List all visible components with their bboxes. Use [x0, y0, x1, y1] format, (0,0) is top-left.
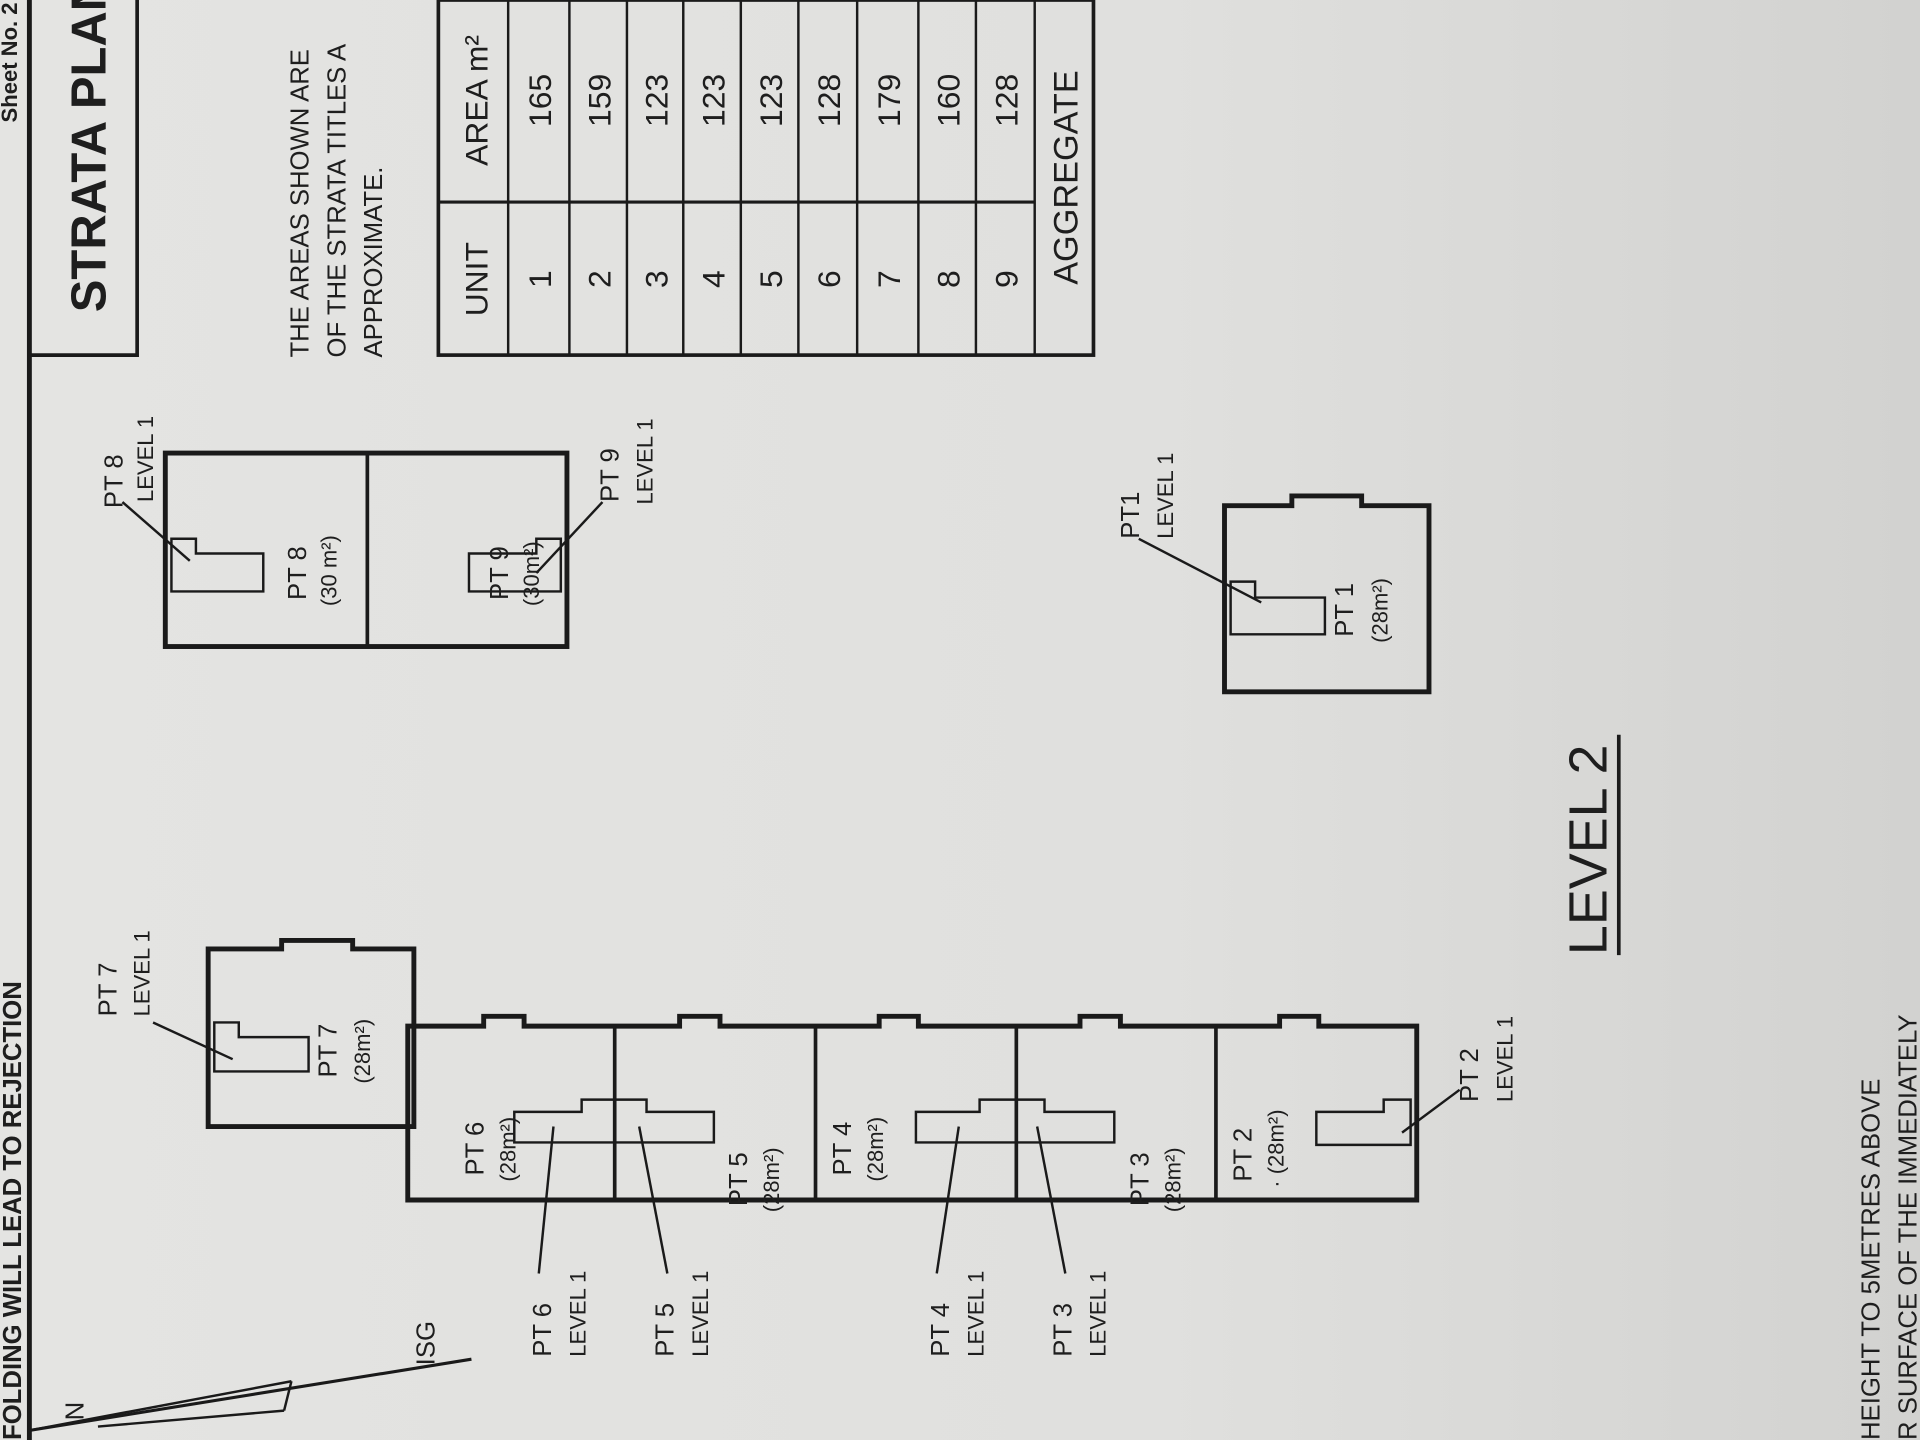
table-cell-area: 179 [871, 74, 907, 127]
unit-block-pt2-pt6 [405, 1013, 1461, 1274]
pt5-level: LEVEL 1 [688, 1271, 713, 1357]
table-cell-area: 160 [930, 74, 966, 127]
table-cell-unit: 1 [522, 270, 558, 288]
pt3-callout: PT 3 [1049, 1303, 1077, 1357]
note-line: THE AREAS SHOWN ARE [287, 49, 315, 358]
pt4-area: (28m²) [863, 1117, 888, 1182]
pt2-level: LEVEL 1 [1492, 1016, 1517, 1102]
level-title: LEVEL 2 [1559, 745, 1619, 956]
pt8-level: LEVEL 1 [133, 416, 158, 502]
table-aggregate-label: AGGREGATE [1048, 70, 1086, 285]
north-label: N [61, 1402, 89, 1421]
pt2-area: · (28m²) [1263, 1109, 1288, 1187]
table-cell-area: 128 [989, 74, 1025, 127]
pt4-callout: PT 4 [927, 1303, 955, 1357]
unit-block-pt1 [1138, 493, 1432, 695]
footer-note-line: HEIGHT TO 5METRES ABOVE [1858, 1079, 1886, 1440]
pt1-label: PT 1 [1331, 583, 1359, 637]
pt1-area: (28m²) [1367, 578, 1392, 643]
table-cell-unit: 9 [989, 270, 1025, 288]
pt7-label: PT 7 [315, 1024, 343, 1078]
isg-label: ISG [413, 1321, 441, 1365]
table-cell-unit: 7 [871, 270, 907, 288]
pt4-level: LEVEL 1 [963, 1271, 988, 1357]
pt3-area: (28m²) [1160, 1147, 1185, 1212]
pt6-area: (28m²) [496, 1117, 521, 1182]
pt4-label: PT 4 [829, 1122, 857, 1176]
table-cell-unit: 8 [930, 270, 966, 288]
page-title: STRATA PLAN [62, 0, 116, 312]
pt9-callout: PT 9 [596, 448, 624, 502]
pt6-level: LEVEL 1 [565, 1271, 590, 1357]
area-table: UNIT AREA m² 1 165 2 159 3 123 4 123 5 123 6 128 7 179 8… [436, 0, 1096, 357]
table-cell-area: 123 [638, 74, 674, 127]
pt3-level: LEVEL 1 [1086, 1271, 1111, 1357]
pt8-area: (30 m²) [317, 535, 342, 606]
north-arrow-icon [30, 1357, 472, 1432]
table-cell-area: 159 [581, 74, 617, 127]
note-line: OF THE STRATA TITLES A [323, 43, 351, 358]
table-cell-unit: 6 [811, 270, 847, 288]
table-cell-unit: 2 [581, 270, 617, 288]
pt5-callout: PT 5 [651, 1303, 679, 1357]
table-cell-area: 123 [695, 74, 731, 127]
table-cell-area: 123 [753, 74, 789, 127]
note-line: APPROXIMATE. [360, 167, 388, 358]
pt1-level: LEVEL 1 [1153, 453, 1178, 539]
pt3-label: PT 3 [1127, 1152, 1155, 1206]
pt9-level: LEVEL 1 [633, 418, 658, 504]
title-box [29, 0, 139, 357]
pt1-callout: PT1 [1117, 492, 1145, 539]
area-note: THE AREAS SHOWN ARE OF THE STRATA TITLES… [287, 43, 388, 358]
pt9-area: (30m²) [519, 541, 544, 606]
table-cell-area: 128 [811, 74, 847, 127]
table-header-area: AREA m² [458, 35, 494, 166]
table-frame [436, 0, 1096, 357]
unit-block-pt7 [152, 937, 417, 1129]
footer-note-line: R SURFACE OF THE IMMEDIATELY [1894, 1014, 1920, 1440]
pt6-callout: PT 6 [529, 1303, 557, 1357]
pt7-area: (28m²) [350, 1019, 375, 1084]
pt7-level: LEVEL 1 [129, 930, 154, 1016]
table-cell-unit: 3 [638, 270, 674, 288]
folding-warning: FOLDING WILL LEAD TO REJECTION [0, 981, 27, 1440]
pt6-label: PT 6 [462, 1122, 490, 1176]
sheet-number: Sheet No. 2 of 2 Shee [0, 0, 22, 122]
pt2-callout: PT 2 [1456, 1048, 1484, 1102]
pt2-label: PT 2 [1229, 1128, 1257, 1182]
unit-block-pt8-pt9 [121, 450, 604, 649]
table-header-unit: UNIT [458, 242, 494, 316]
pt5-label: PT 5 [725, 1152, 753, 1206]
table-cell-area: 165 [522, 74, 558, 127]
pt7-callout: PT 7 [94, 963, 122, 1017]
table-cell-unit: 5 [753, 270, 789, 288]
pt9-label: PT 9 [486, 546, 514, 600]
table-cell-unit: 4 [695, 270, 731, 288]
pt5-area: (28m²) [759, 1147, 784, 1212]
pt8-callout: PT 8 [100, 454, 128, 508]
pt8-label: PT 8 [284, 546, 312, 600]
